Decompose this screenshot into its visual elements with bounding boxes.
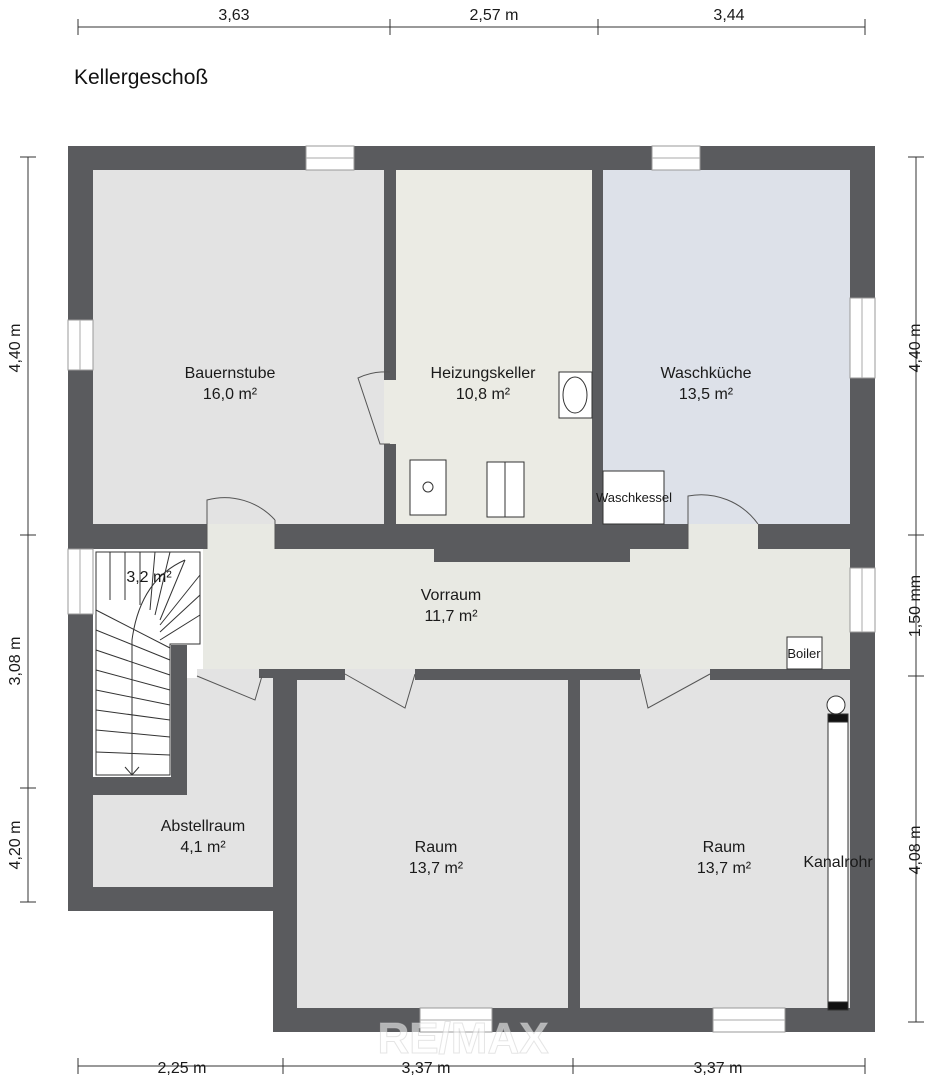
stair-wall <box>171 645 187 795</box>
room-area: 13,5 m² <box>679 386 734 403</box>
room-area: 13,7 m² <box>697 860 752 877</box>
dim-right-1: 4,40 m <box>907 324 924 373</box>
room-name: Vorraum <box>421 587 481 604</box>
dim-left-1: 4,40 m <box>7 324 24 373</box>
dim-top-1: 3,63 <box>218 7 249 24</box>
room-abstellraum <box>93 795 273 887</box>
room-name: Raum <box>415 839 458 856</box>
fixtures <box>409 371 849 1011</box>
room-waschkueche <box>603 170 850 524</box>
water-heater-label: Boiler <box>787 646 821 661</box>
watermark-logo: RE/MAX <box>377 1014 548 1063</box>
room-name: Heizungskeller <box>431 365 537 382</box>
sewer-pipe-label: Kanalrohr <box>803 854 873 871</box>
vorraum-wall-stub <box>434 549 630 562</box>
room-raum-1 <box>297 680 568 1008</box>
room-name: Waschküche <box>661 365 752 382</box>
room-area: 11,7 m² <box>424 608 478 625</box>
dim-right-3: 4,08 m <box>907 826 924 875</box>
washing-boiler-label: Waschkessel <box>596 490 672 505</box>
room-raum-2 <box>580 680 850 1008</box>
room-name: Bauernstube <box>185 365 276 382</box>
dim-left-3: 4,20 m <box>7 821 24 870</box>
room-bauernstube <box>93 170 384 524</box>
room-area: 16,0 m² <box>203 386 258 403</box>
dim-right-2: 1,50 mm <box>907 575 924 637</box>
room-name: Raum <box>703 839 746 856</box>
dimension-lines <box>20 19 924 1074</box>
dim-left-2: 3,08 m <box>7 637 24 686</box>
room-area: 4,1 m² <box>180 839 226 856</box>
room-vorraum <box>203 549 850 669</box>
dim-top-2: 2,57 m <box>470 7 519 24</box>
washing-boiler <box>602 470 665 525</box>
furnace <box>409 459 447 516</box>
doors <box>196 371 759 709</box>
room-abstell-upper <box>185 678 273 795</box>
room-area: 10,8 m² <box>456 386 511 403</box>
plan-title: Kellergeschoß <box>74 66 209 89</box>
dim-bottom-3: 3,37 m <box>694 1060 743 1077</box>
dim-bottom-1: 2,25 m <box>158 1060 207 1077</box>
dim-bottom-2: 3,37 m <box>402 1060 451 1077</box>
dim-top-3: 3,44 <box>713 7 744 24</box>
room-area: 3,2 m² <box>126 569 172 586</box>
room-name: Abstellraum <box>161 818 245 835</box>
water-heater <box>786 636 823 670</box>
staircase <box>95 551 201 776</box>
room-area: 13,7 m² <box>409 860 464 877</box>
